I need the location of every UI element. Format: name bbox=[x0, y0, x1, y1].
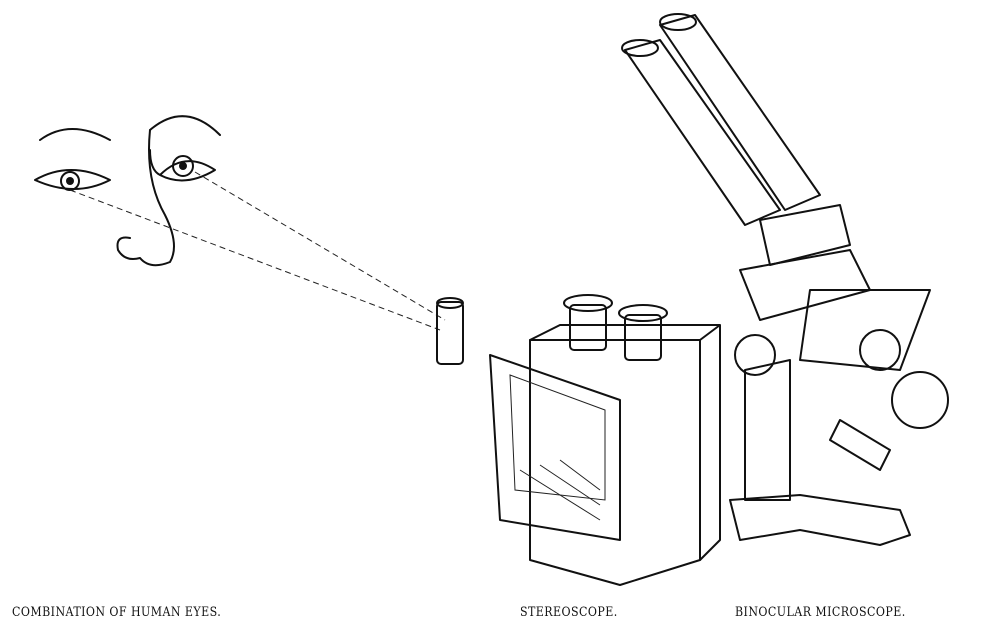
human-eyes-drawing bbox=[34, 115, 464, 365]
stereoscope-drawing bbox=[489, 294, 721, 586]
binocular-microscope-drawing bbox=[621, 13, 949, 546]
caption-stereoscope: STEREOSCOPE. bbox=[520, 605, 618, 620]
caption-human-eyes: COMBINATION OF HUMAN EYES. bbox=[12, 605, 222, 620]
caption-binocular-microscope: BINOCULAR MICROSCOPE. bbox=[735, 605, 906, 620]
